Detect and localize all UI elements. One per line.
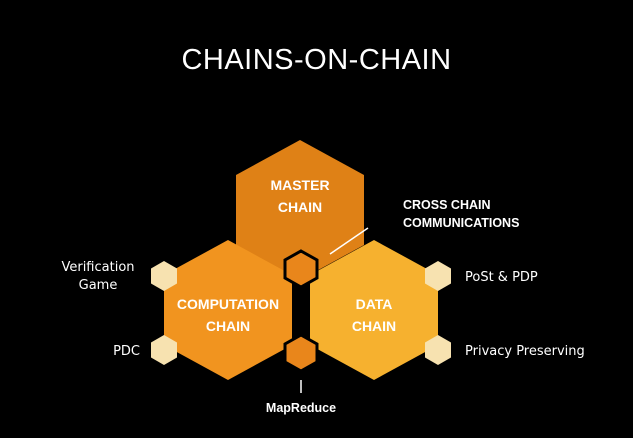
data-chain-hexagon [310,240,438,380]
privacy-preserving-label: Privacy Preserving [465,344,585,359]
slide-title: CHAINS-ON-CHAIN [181,44,452,76]
data-chain-label-line1: DATA [356,296,393,312]
verification-game-small-hexagon [151,261,177,291]
cross-chain-label-line1: CROSS CHAIN [403,198,491,212]
computation-chain-label-line1: COMPUTATION [177,296,279,312]
privacy-small-hexagon [425,335,451,365]
master-chain-label-line2: CHAIN [278,199,322,215]
master-chain-label-line1: MASTER [270,177,329,193]
post-pdp-small-hexagon [425,261,451,291]
computation-chain-label-line2: CHAIN [206,318,250,334]
pdc-small-hexagon [151,335,177,365]
verification-label-line1: Verification [61,260,134,275]
post-pdp-label: PoSt & PDP [465,270,538,285]
mapreduce-connector-hexagon [283,333,319,373]
mapreduce-label: MapReduce [266,401,336,415]
cross-chain-callout-line [329,227,369,255]
verification-label-line2: Game [79,278,118,293]
cross-chain-connector-hexagon [283,249,319,289]
computation-chain-hexagon [164,240,292,380]
data-chain-label-line2: CHAIN [352,318,396,334]
pdc-label: PDC [113,344,140,359]
master-chain-hexagon [236,140,364,280]
cross-chain-label-line2: COMMUNICATIONS [403,216,519,230]
